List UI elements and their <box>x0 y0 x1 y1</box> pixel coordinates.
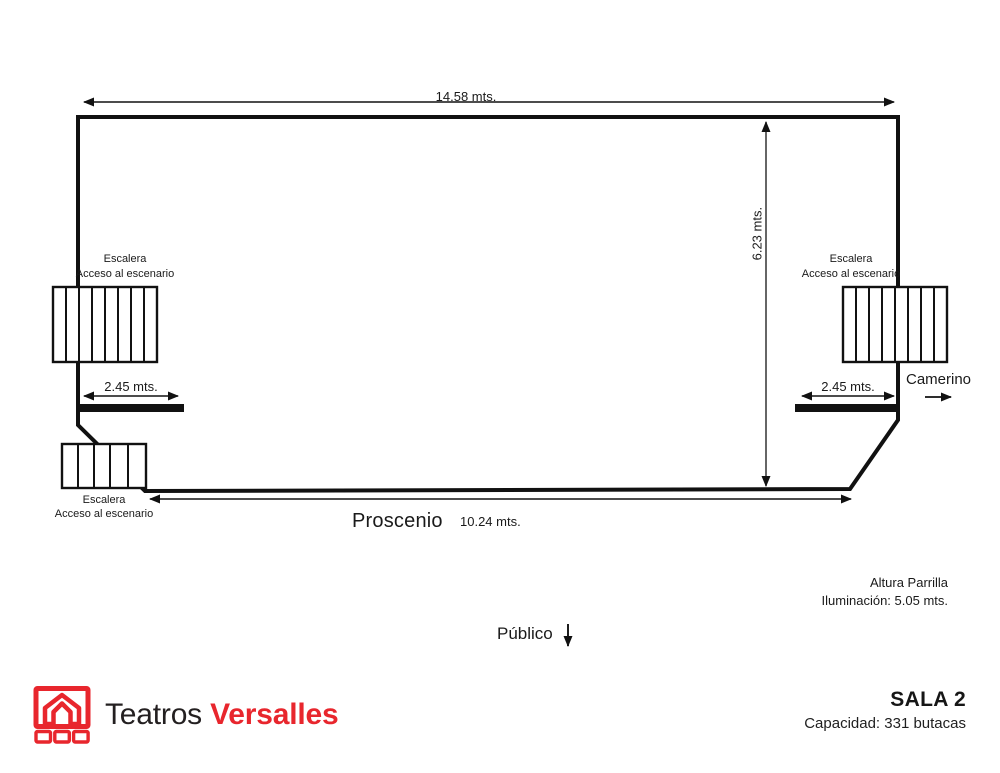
staircase-left-label-line2: Acceso al escenario <box>75 268 175 280</box>
altura-parrilla-line1: Altura Parrilla <box>869 575 948 590</box>
dimension-stair-left-label: 2.45 mts. <box>104 379 158 394</box>
theater-stage-logo-icon <box>33 686 91 744</box>
room-capacity: Capacidad: 331 butacas <box>804 715 966 732</box>
staircase-right <box>841 285 949 364</box>
staircase-right-label-line1: Escalera <box>829 253 873 265</box>
stage-perimeter <box>76 115 900 494</box>
staircase-left-label-line1: Escalera <box>103 253 147 265</box>
brand-wordmark: Teatros Versalles <box>105 698 339 732</box>
dimension-proscenio-label: 10.24 mts. <box>460 514 521 529</box>
brand-logo: Teatros Versalles <box>33 686 339 744</box>
dimension-right-depth-label: 6.23 mts. <box>749 206 765 261</box>
proscenio-label: Proscenio <box>352 510 443 532</box>
staircase-bottom-left <box>60 442 148 490</box>
altura-parrilla-line2: Iluminación: 5.05 mts. <box>821 593 948 608</box>
room-name: SALA 2 <box>890 688 966 711</box>
staircase-right-label-line2: Acceso al escenario <box>801 268 901 280</box>
staircase-bottom-label-line1: Escalera <box>82 494 126 506</box>
brand-name-teatros: Teatros <box>105 698 202 731</box>
brand-name-versalles: Versalles <box>210 698 339 731</box>
dimension-stair-right-label: 2.45 mts. <box>821 379 875 394</box>
staircase-bottom-label-line2: Acceso al escenario <box>54 508 154 520</box>
staircase-left <box>51 285 159 364</box>
stage-edge-bar-left <box>78 404 184 412</box>
camerino-label: Camerino <box>906 371 972 388</box>
stage-outline <box>76 115 900 494</box>
stage-edge-bar-right <box>795 404 899 412</box>
room-info: SALA 2 Capacidad: 331 butacas <box>804 688 966 732</box>
dimension-stair-left <box>78 391 184 412</box>
dimension-stair-right <box>795 391 899 412</box>
dimension-top-width-label: 14.58 mts. <box>435 89 497 104</box>
publico-label: Público <box>497 624 553 643</box>
